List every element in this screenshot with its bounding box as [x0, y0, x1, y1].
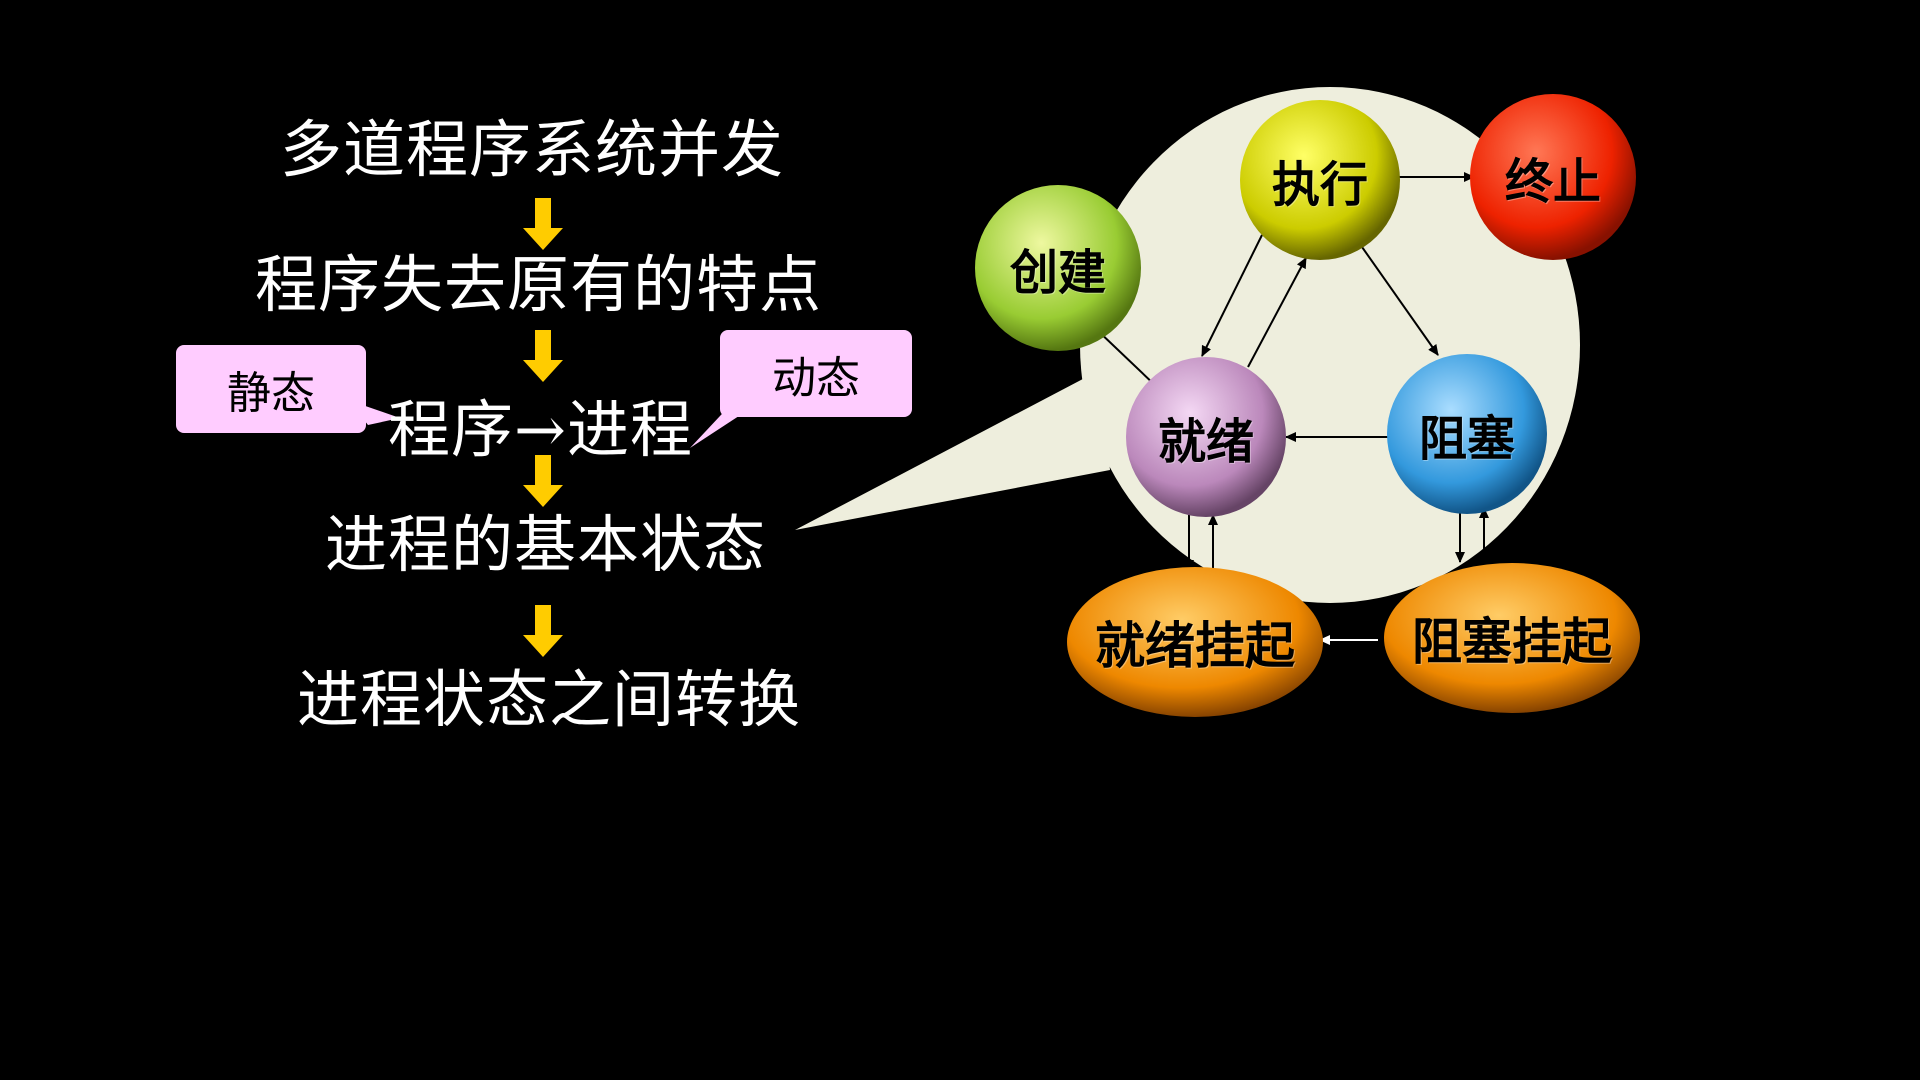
flow-process-label: 进程 — [566, 393, 693, 466]
state-execute-label: 执行 — [1271, 157, 1368, 213]
state-ready-suspended-node — [1067, 567, 1323, 717]
arrow-create-ready — [1094, 327, 1159, 389]
down-arrow-icon — [523, 330, 563, 382]
arrow-execute-ready — [1201, 234, 1263, 357]
down-arrow-icon — [523, 455, 563, 507]
state-ready-suspended-label: 就绪挂起 — [1095, 617, 1295, 675]
state-blocked-node — [1387, 354, 1547, 514]
state-blocked-suspended-label: 阻塞挂起 — [1412, 613, 1612, 671]
speech-bubble — [795, 87, 1580, 603]
flow-step-program-to-process: 程序→进程 — [388, 390, 693, 470]
flow-step-multiprogramming: 多道程序系统并发 — [280, 113, 785, 186]
flow-program-label: 程序 — [388, 393, 515, 466]
flow-arrow-glyph: → — [514, 393, 567, 466]
flow-down-arrows — [523, 198, 563, 657]
callout-static: 静态 — [176, 345, 366, 433]
state-terminate-label: 终止 — [1504, 154, 1601, 210]
flow-step-program-loses-features: 程序失去原有的特点 — [255, 248, 823, 321]
state-terminate-node — [1470, 94, 1636, 260]
state-create-label: 创建 — [1009, 245, 1106, 301]
state-create-node — [975, 185, 1141, 351]
arrow-execute-blocked — [1361, 246, 1439, 356]
arrow-ready-execute — [1247, 257, 1307, 368]
transition-arrows — [1094, 172, 1489, 571]
state-blocked-suspended-node — [1384, 563, 1640, 713]
flow-step-basic-states: 进程的基本状态 — [325, 508, 767, 581]
state-ready-node — [1126, 357, 1286, 517]
state-execute-node — [1240, 100, 1400, 260]
callout-dynamic: 动态 — [720, 330, 912, 417]
state-blocked-label: 阻塞 — [1418, 411, 1515, 467]
state-ready-label: 就绪 — [1157, 414, 1254, 470]
flow-step-state-transitions: 进程状态之间转换 — [297, 663, 802, 736]
down-arrow-icon — [523, 605, 563, 657]
down-arrow-icon — [523, 198, 563, 250]
